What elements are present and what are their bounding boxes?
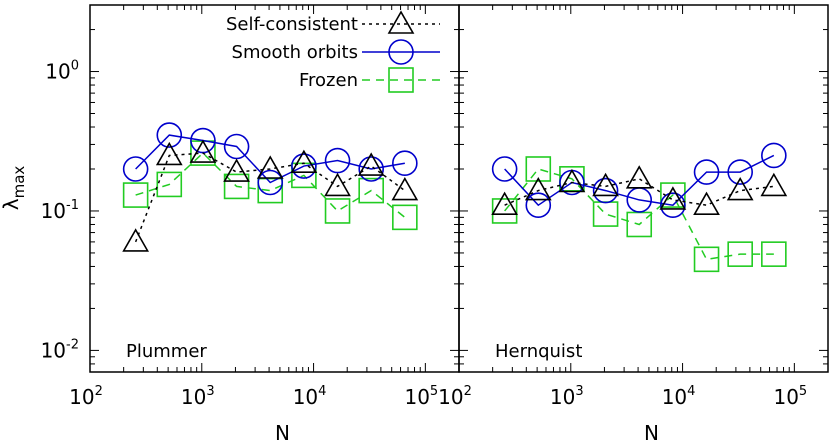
legend-marker-smooth xyxy=(388,39,414,65)
data-point-self xyxy=(290,149,318,174)
data-point-smooth xyxy=(392,150,418,177)
data-point-smooth xyxy=(122,156,149,182)
data-point-smooth xyxy=(291,153,317,179)
series-frozen xyxy=(122,140,418,231)
x-tick-label: 102 xyxy=(69,384,103,409)
data-point-self xyxy=(391,176,419,201)
data-point-frozen xyxy=(324,198,351,224)
x-tick-label: 103 xyxy=(550,384,584,409)
x-axis-label: N xyxy=(644,421,659,444)
data-point-self xyxy=(760,172,788,197)
data-point-self xyxy=(726,176,754,201)
legend-item-frozen: Frozen xyxy=(299,67,440,93)
y-tick-label: 10-1 xyxy=(41,198,79,223)
data-point-smooth xyxy=(156,122,183,148)
data-point-self xyxy=(223,158,250,182)
series-smooth xyxy=(122,122,418,196)
series-frozen xyxy=(491,156,787,273)
data-point-smooth xyxy=(592,177,619,204)
data-point-frozen xyxy=(727,241,753,267)
data-point-smooth xyxy=(761,142,787,169)
data-point-frozen xyxy=(761,241,787,267)
data-point-self xyxy=(659,186,687,210)
data-point-self xyxy=(625,165,653,189)
data-point-self xyxy=(592,172,619,197)
data-point-frozen xyxy=(693,246,720,273)
y-axis-label: λmax xyxy=(0,166,28,211)
data-point-smooth xyxy=(257,169,284,196)
data-point-frozen xyxy=(660,182,686,208)
data-point-frozen xyxy=(592,201,619,227)
data-point-frozen xyxy=(392,204,418,231)
data-point-frozen xyxy=(223,173,250,200)
x-tick-label: 103 xyxy=(181,384,215,409)
data-point-self xyxy=(189,139,217,163)
data-point-smooth xyxy=(324,147,351,174)
panel-label: Plummer xyxy=(126,341,207,362)
data-point-frozen xyxy=(491,198,518,224)
legend-marker-frozen xyxy=(388,67,414,93)
series-line-frozen xyxy=(135,152,406,218)
legend-item-smooth: Smooth orbits xyxy=(232,39,440,65)
data-point-frozen xyxy=(525,156,552,182)
legend-label: Frozen xyxy=(299,70,358,91)
data-point-self xyxy=(558,168,586,193)
data-point-smooth xyxy=(660,192,686,218)
data-point-frozen xyxy=(358,177,384,204)
data-point-frozen xyxy=(156,171,183,198)
data-point-self xyxy=(155,141,183,166)
series-self xyxy=(491,165,788,215)
data-point-smooth xyxy=(693,159,720,185)
data-point-self xyxy=(122,228,150,252)
data-point-self xyxy=(524,176,552,201)
data-point-self xyxy=(324,172,351,197)
series-self xyxy=(122,139,419,252)
legend-item-self: Self-consistent xyxy=(226,10,440,35)
x-tick-label: 104 xyxy=(662,384,696,409)
x-tick-label: 102 xyxy=(438,384,472,409)
x-tick-label: 105 xyxy=(773,384,807,409)
legend-marker-self xyxy=(387,10,415,34)
data-point-smooth xyxy=(358,156,384,182)
data-point-frozen xyxy=(122,182,149,208)
data-point-self xyxy=(256,155,284,179)
x-axis-label: N xyxy=(275,421,290,444)
data-point-self xyxy=(693,191,720,215)
x-tick-label: 104 xyxy=(293,384,327,409)
series-line-self xyxy=(134,152,406,243)
data-point-smooth xyxy=(491,156,518,182)
legend-label: Smooth orbits xyxy=(232,42,358,63)
data-point-smooth xyxy=(727,159,753,185)
panel-label: Hernquist xyxy=(495,341,582,362)
legend-label: Self-consistent xyxy=(226,14,358,35)
data-point-self xyxy=(357,152,385,176)
data-point-smooth xyxy=(525,192,552,218)
x-tick-label: 105 xyxy=(404,384,438,409)
data-point-self xyxy=(491,191,519,215)
y-tick-label: 10-2 xyxy=(41,337,79,362)
panel-frame xyxy=(458,4,829,373)
y-tick-label: 100 xyxy=(45,59,79,84)
